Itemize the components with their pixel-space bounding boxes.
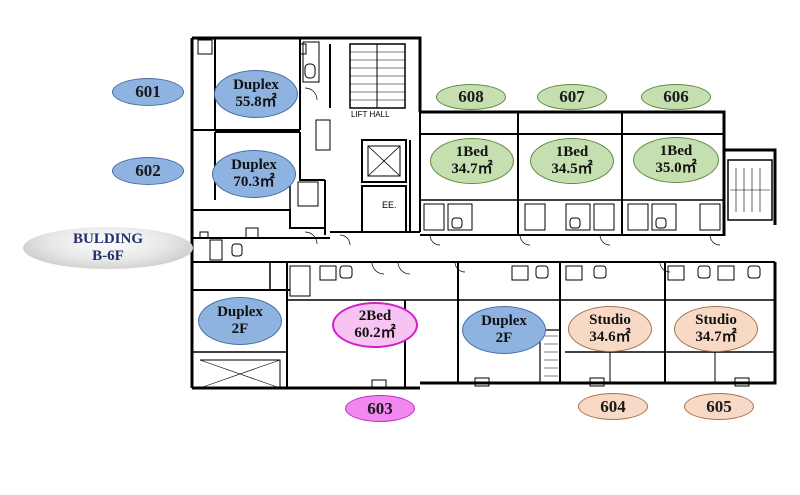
unit-604-number: 604 (578, 393, 648, 420)
building-label: BULDING B-6F (23, 227, 193, 269)
building-label-line1: BULDING (72, 230, 143, 247)
unit-607-number: 607 (537, 84, 607, 110)
building-label-line2: B-6F (92, 248, 124, 264)
unit-605-number: 605 (684, 393, 754, 420)
unit-602-number: 602 (112, 157, 184, 185)
unit-603-number: 603 (345, 395, 415, 422)
ee-room-label: EE. (382, 200, 397, 210)
lift-hall-label: LIFT HALL (351, 110, 390, 119)
unit-601-number: 601 (112, 78, 184, 106)
unit-608-number: 608 (436, 84, 506, 110)
unit-606-number: 606 (641, 84, 711, 110)
